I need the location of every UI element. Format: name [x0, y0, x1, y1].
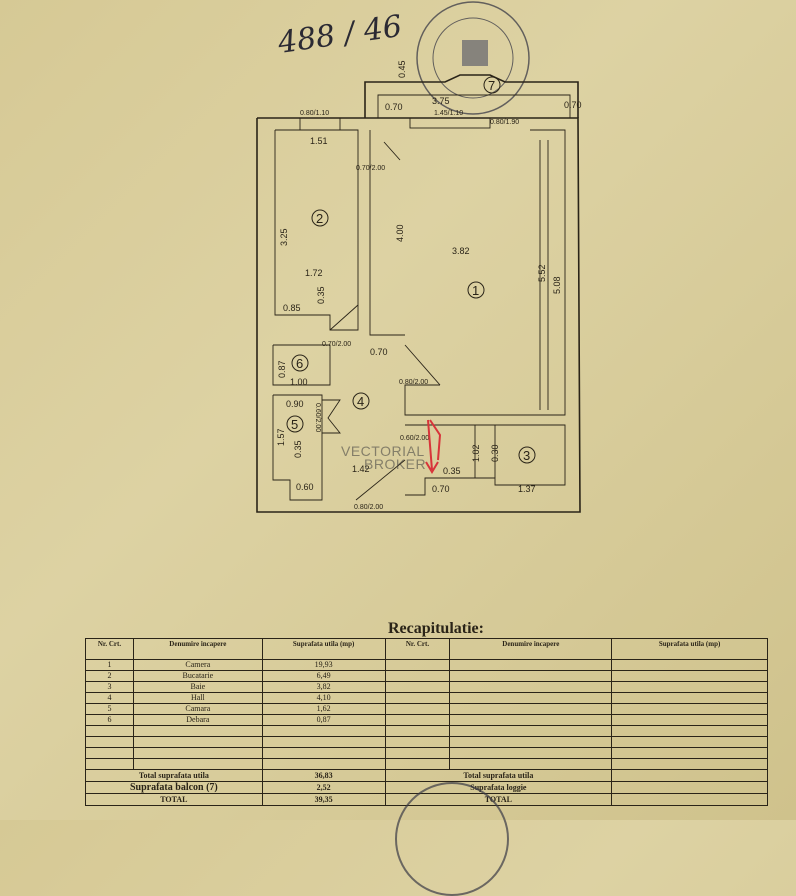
room-number-7: 7 [488, 78, 495, 93]
dim-room1-inner: 5.08 [552, 276, 562, 294]
table-header: Nr. Crt. Denumire incapere Suprafata uti… [85, 638, 768, 660]
room-number-3: 3 [523, 448, 530, 463]
dim-door-room1-top: 0.70/2.00 [356, 165, 385, 172]
dim-debara-depth: 0.87 [277, 360, 287, 378]
dim-bath-bottom-left: 0.70 [432, 484, 450, 494]
empty-row [85, 736, 768, 748]
dim-room1-width: 3.82 [452, 246, 470, 256]
dim-kitchen-niche-w: 0.85 [283, 303, 301, 313]
header-nr-2: Nr. Crt. [384, 638, 451, 660]
cell-area: 3,82 [261, 681, 386, 693]
summary-table: Nr. Crt. Denumire incapere Suprafata uti… [85, 638, 768, 806]
balcony-walls [364, 74, 579, 118]
dim-bath-niche: 0.30 [490, 444, 500, 462]
cell-name: Debara [132, 714, 263, 726]
dim-door-balcony: 0.80/1.90 [490, 119, 519, 126]
balcony-label: Suprafata balcon (7) [85, 781, 263, 794]
dim-kitchen-top: 1.51 [310, 136, 328, 146]
cell-area: 19,93 [261, 659, 386, 671]
cell-name: Bucatarie [132, 670, 263, 682]
dim-room1-outer: 5.52 [537, 264, 547, 282]
room-number-6: 6 [296, 356, 303, 371]
empty-row [85, 747, 768, 759]
header-name: Denumire incapere [132, 638, 263, 660]
cell-area: 1,62 [261, 703, 386, 715]
cell-nr: 1 [85, 659, 134, 671]
grand-total-value: 39,35 [261, 793, 386, 806]
dim-kitchen-length: 3.25 [279, 228, 289, 246]
dim-door-entry: 0.80/2.00 [354, 504, 383, 511]
dim-camara-bottom: 0.60 [296, 482, 314, 492]
grand-total-label: TOTAL [85, 793, 263, 806]
header-area: Suprafata utila (mp) [261, 638, 386, 660]
empty-row [85, 758, 768, 770]
room-number-5: 5 [291, 417, 298, 432]
room-number-1: 1 [472, 283, 479, 298]
cell-name: Hall [132, 692, 263, 704]
total-label: Total suprafata utila [85, 769, 263, 782]
cell-nr: 4 [85, 692, 134, 704]
dim-camara-width: 0.90 [286, 399, 304, 409]
dim-balcony-left: 0.70 [385, 102, 403, 112]
cell-area: 0,87 [261, 714, 386, 726]
room-number-2: 2 [316, 211, 323, 226]
watermark-line1: VECTORIAL [341, 443, 425, 459]
dim-debara-width: 1.00 [290, 377, 308, 387]
dim-balcony-right: 0.70 [564, 100, 582, 110]
room-number-4: 4 [357, 394, 364, 409]
header-nr: Nr. Crt. [85, 638, 134, 660]
dim-balcony-depth: 0.45 [397, 60, 407, 78]
administration-stamp [395, 782, 509, 896]
header-area-2: Suprafata utila (mp) [611, 638, 768, 660]
dim-window-kitchen: 0.80/1.10 [300, 110, 329, 117]
dim-camara-length: 1.57 [276, 428, 286, 446]
cell-nr: 2 [85, 670, 134, 682]
cell-name: Camera [132, 659, 263, 671]
dim-door-bath: 0.60/2.00 [400, 435, 429, 442]
dim-camara-niche: 0.35 [293, 440, 303, 458]
floor-plan: 488 / 46 0.45 0.70 3.75 0.70 0.80/1.10 1 [256, 1, 582, 513]
dim-door-room1: 0.80/2.00 [399, 379, 428, 386]
dim-bath-niche-w: 0.35 [443, 466, 461, 476]
dim-door-kitchen: 0.70/2.00 [322, 341, 351, 348]
cell-nr: 5 [85, 703, 134, 715]
cell-nr: 3 [85, 681, 134, 693]
watermark-line2: BROKER [364, 456, 426, 472]
room-numbers [286, 76, 536, 464]
total-value: 36,83 [261, 769, 386, 782]
empty-row [85, 725, 768, 737]
dim-camara-door: 0.60/2.00 [314, 403, 321, 432]
summary-title: Recapitulatie: [388, 620, 484, 637]
dim-hall-width: 1.42 [352, 464, 370, 474]
apartment-walls [256, 117, 581, 513]
dim-hall-top: 0.70 [370, 347, 388, 357]
dim-bath-depth: 1.02 [471, 444, 481, 462]
dim-kitchen-niche: 0.35 [316, 286, 326, 304]
cell-area: 4,10 [261, 692, 386, 704]
total-label-right: Total suprafata utila [384, 769, 613, 782]
cell-name: Baie [132, 681, 263, 693]
cell-area: 6,49 [261, 670, 386, 682]
dim-window-balcony: 1.45/1.10 [434, 110, 463, 117]
dim-room1-wall: 4.00 [395, 224, 405, 242]
balcony-value: 2,52 [261, 781, 386, 794]
dim-balcony-width: 3.75 [432, 96, 450, 106]
handwritten-note: 488 / 46 [275, 9, 404, 61]
header-name-2: Denumire incapere [449, 638, 613, 660]
cadastre-stamp [416, 1, 530, 115]
dim-kitchen-width: 1.72 [305, 268, 323, 278]
cell-name: Camara [132, 703, 263, 715]
cell-nr: 6 [85, 714, 134, 726]
dim-bath-bottom-right: 1.37 [518, 484, 536, 494]
watermark-arrow-icon [425, 419, 442, 474]
